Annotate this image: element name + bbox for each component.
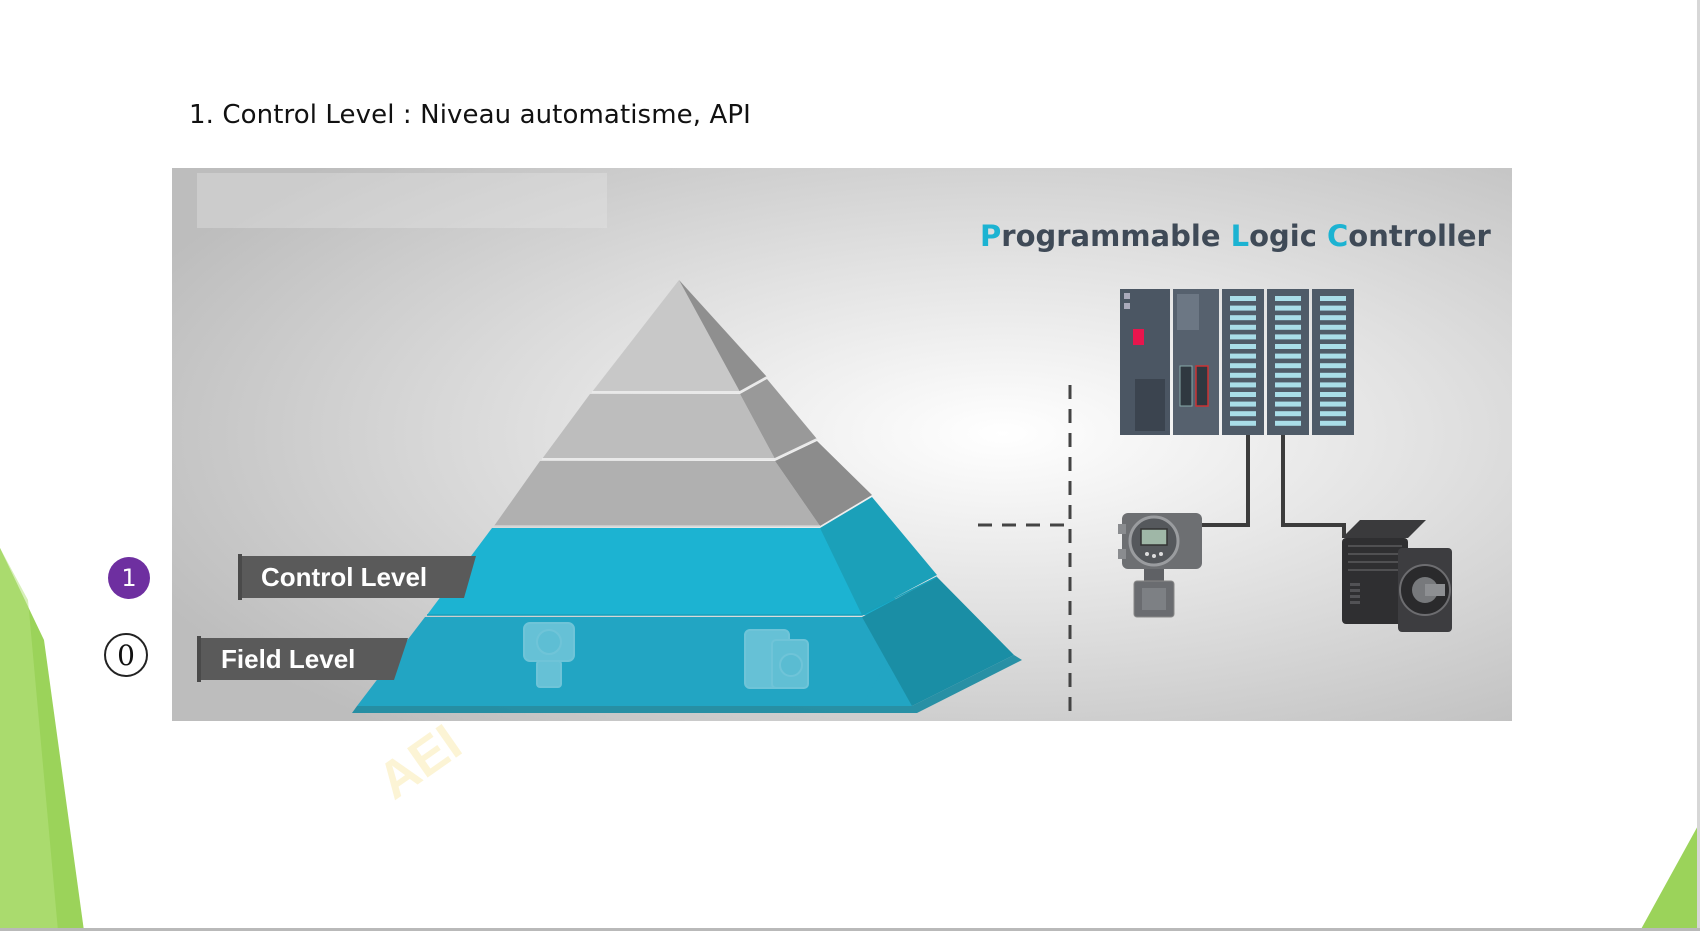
- field-transmitter-icon: [523, 622, 575, 688]
- field-level-tag: [197, 636, 408, 682]
- io-terminal: [1275, 296, 1301, 301]
- io-terminal: [1230, 344, 1256, 349]
- io-terminal: [1320, 315, 1346, 321]
- slide-right-edge: [1697, 0, 1700, 931]
- io-terminal: [1275, 324, 1301, 330]
- level-1-badge: 1: [108, 557, 150, 599]
- io-terminal: [1230, 382, 1256, 388]
- io-terminal: [1230, 392, 1256, 397]
- io-terminal: [1230, 315, 1256, 321]
- io-terminal: [1230, 363, 1256, 369]
- watermark-logo: AEI: [380, 714, 472, 811]
- io-terminal: [1320, 420, 1346, 426]
- io-terminal: [1275, 305, 1301, 311]
- slide-bottom-edge: [0, 928, 1700, 931]
- io-terminal: [1275, 411, 1301, 417]
- control-level-tag: [238, 554, 476, 600]
- io-terminal: [1320, 392, 1346, 397]
- io-terminal: [1320, 401, 1346, 407]
- pyramid-control-tier: [427, 528, 912, 615]
- plc-heading-c: C: [1327, 219, 1348, 253]
- io-terminal: [1230, 324, 1256, 330]
- io-terminal: [1275, 315, 1301, 321]
- plc-heading: Programmable Logic Controller: [980, 219, 1492, 253]
- io-terminal: [1230, 334, 1256, 340]
- pyramid: [352, 280, 1022, 713]
- plc-heading-l: L: [1231, 219, 1249, 253]
- field-level-label: Field Level: [221, 644, 355, 674]
- io-terminal: [1275, 353, 1301, 359]
- io-terminal: [1320, 296, 1346, 301]
- wire-to-motor: [1281, 435, 1346, 538]
- plc-rack-icon: [1120, 289, 1354, 435]
- plc-heading-l-rest: ogic: [1249, 219, 1327, 253]
- plc-io-terminals: [1230, 296, 1346, 426]
- plc-heading-c-rest: ontroller: [1348, 219, 1491, 253]
- pyramid-illustration: Control Level Field Level Programmable L…: [172, 168, 1512, 721]
- io-terminal: [1230, 372, 1256, 378]
- io-terminal: [1320, 334, 1346, 340]
- field-motor-icon: [744, 629, 809, 689]
- pyramid-field-tier: [357, 617, 912, 706]
- io-terminal: [1275, 401, 1301, 407]
- plc-heading-p: P: [980, 219, 1001, 253]
- pressure-transmitter-icon: [1118, 513, 1202, 618]
- io-terminal: [1320, 382, 1346, 388]
- automation-pyramid-figure: Control Level Field Level Programmable L…: [172, 168, 1512, 721]
- io-terminal: [1230, 401, 1256, 407]
- io-terminal: [1320, 344, 1346, 349]
- io-terminal: [1275, 392, 1301, 397]
- io-terminal: [1275, 420, 1301, 426]
- plc-heading-p-rest: rogrammable: [1001, 219, 1230, 253]
- io-terminal: [1320, 363, 1346, 369]
- io-terminal: [1275, 344, 1301, 349]
- io-terminal: [1275, 372, 1301, 378]
- io-terminal: [1320, 353, 1346, 359]
- io-terminal: [1275, 334, 1301, 340]
- io-terminal: [1230, 420, 1256, 426]
- servo-motor-icon: [1342, 520, 1452, 632]
- io-terminal: [1230, 353, 1256, 359]
- control-level-label: Control Level: [261, 562, 427, 592]
- watermark-text: AEI: [380, 714, 472, 811]
- io-terminal: [1275, 363, 1301, 369]
- io-terminal: [1230, 305, 1256, 311]
- level-0-badge: 0: [104, 633, 148, 677]
- io-terminal: [1275, 382, 1301, 388]
- io-terminal: [1320, 324, 1346, 330]
- io-terminal: [1320, 411, 1346, 417]
- io-terminal: [1320, 305, 1346, 311]
- io-terminal: [1230, 411, 1256, 417]
- slide-title: 1. Control Level : Niveau automatisme, A…: [189, 100, 751, 130]
- io-terminal: [1320, 372, 1346, 378]
- io-terminal: [1230, 296, 1256, 301]
